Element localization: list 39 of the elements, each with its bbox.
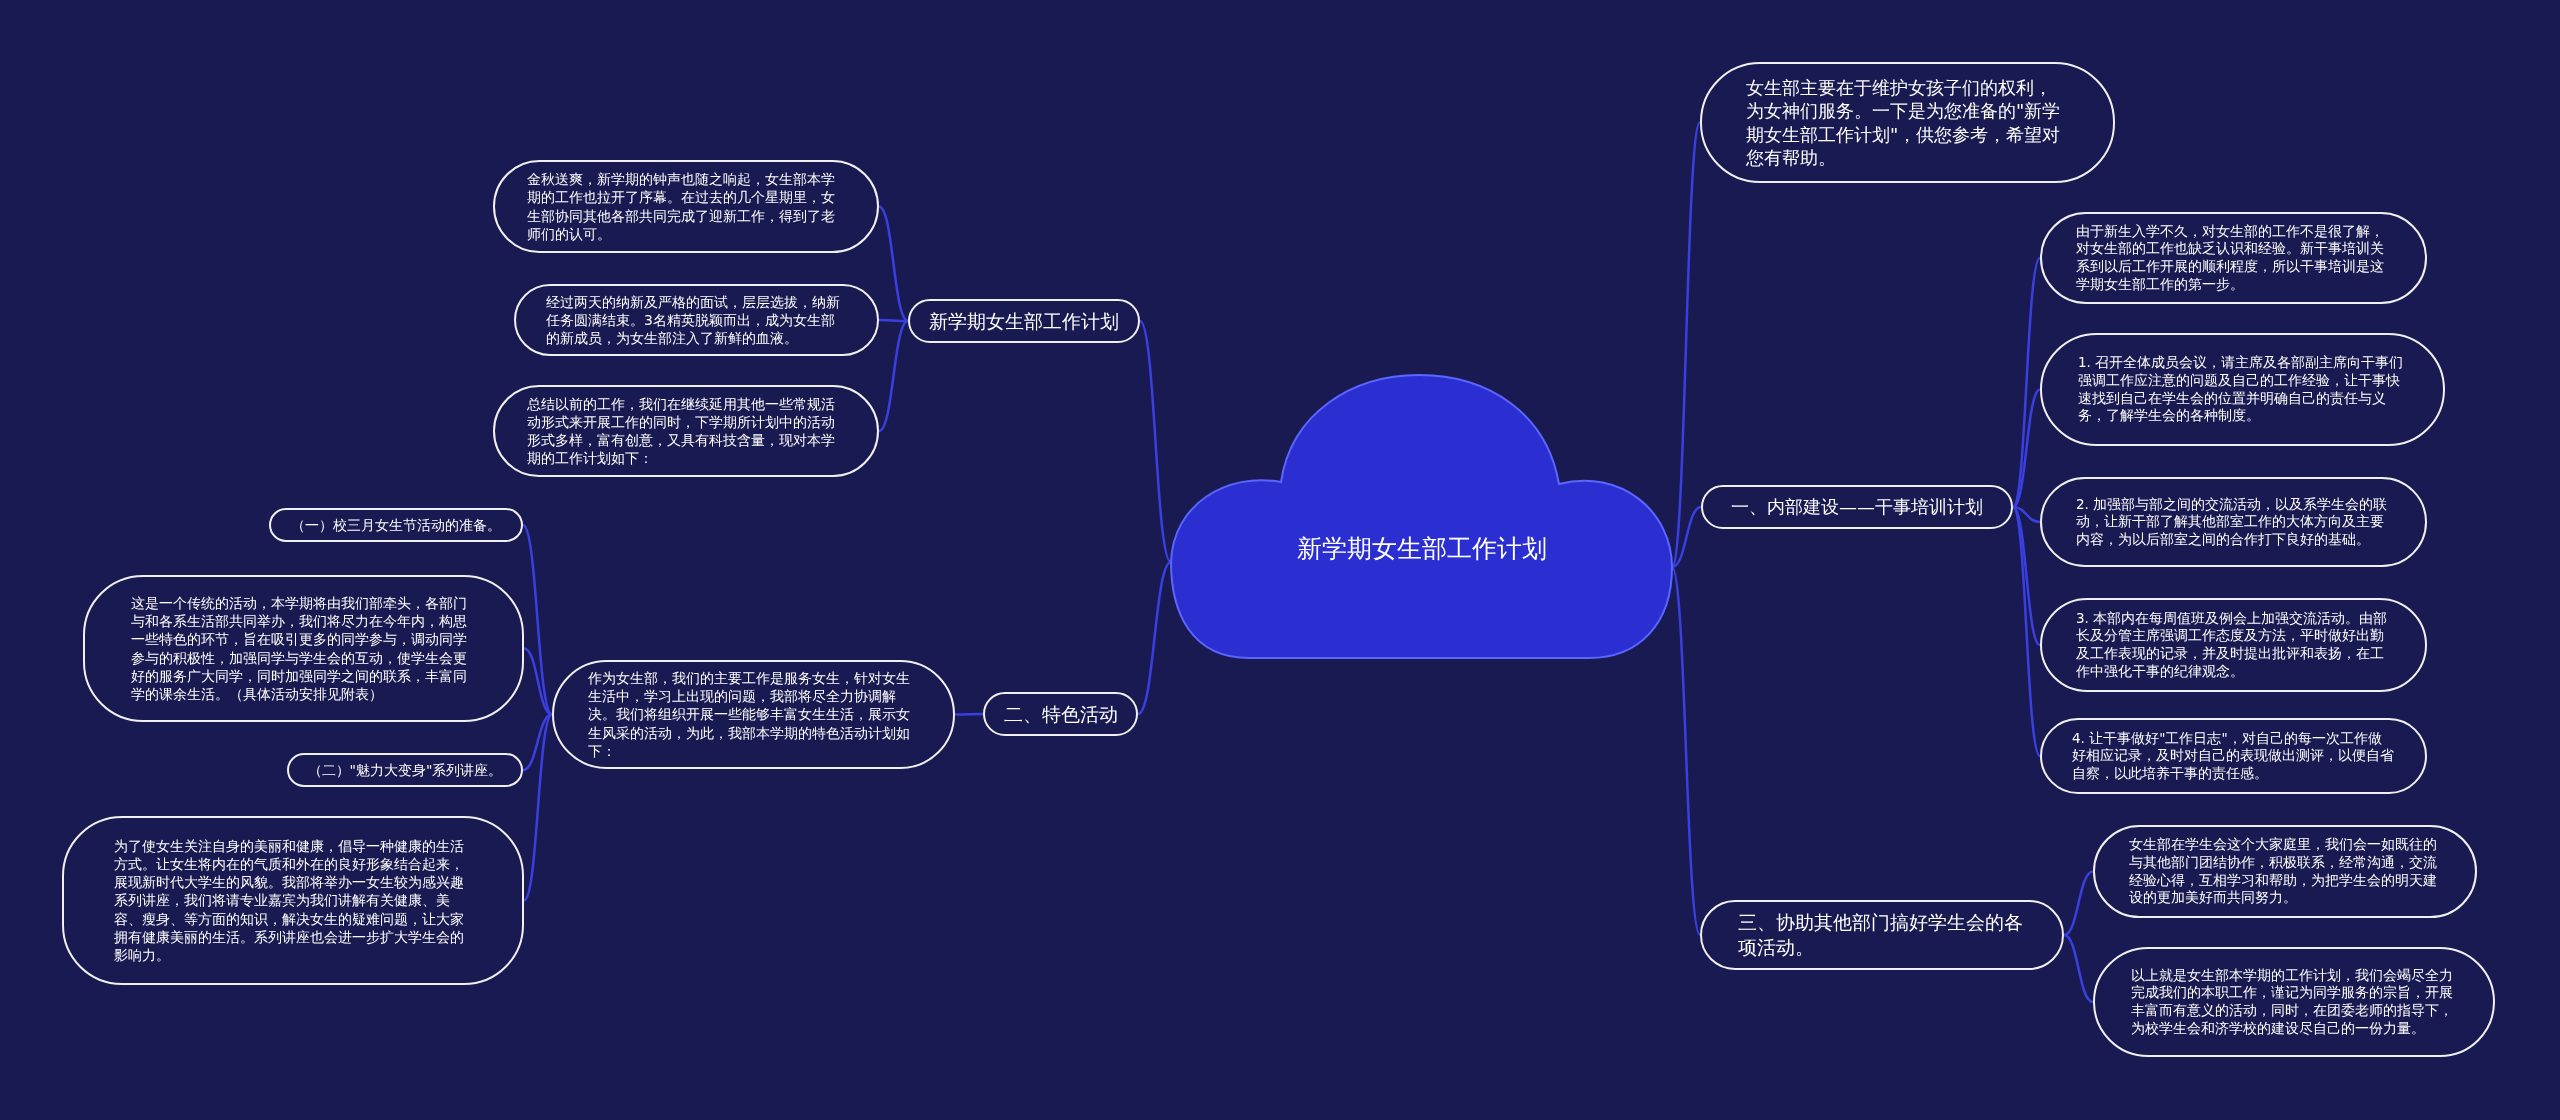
connector-line bbox=[523, 647, 553, 716]
topic-bubble: 这是一个传统的活动，本学期将由我们部牵头，各部门与和各系生活部共同举办，我们将尽力在今年内，构思一些特色的环节，旨在吸引更多的同学参与，调动同学参与的积极性，加强同学与学生会的互动，使学生会更好的服务广大同学，同时加强同学之间的联系，丰富同学的课余生活。（具体活动安排见附表） bbox=[83, 575, 524, 722]
connector-line bbox=[2012, 506, 2041, 646]
connector-line bbox=[1137, 561, 1172, 715]
topic-bubble: 总结以前的工作，我们在继续延用其他一些常规活动形式来开展工作的同时，下学期所计划中的活动形式多样，富有创意，又具有科技含量，现对本学期的工作计划如下： bbox=[493, 385, 879, 477]
topic-bubble: 三、协助其他部门搞好学生会的各项活动。 bbox=[1700, 900, 2064, 970]
topic-bubble: 女生部主要在于维护女孩子们的权利，为女神们服务。一下是为您准备的"新学期女生部工作计划"，供您参考，希望对您有帮助。 bbox=[1700, 62, 2115, 183]
connector-line bbox=[955, 712, 983, 716]
topic-bubble: 3. 本部内在每周值班及例会上加强交流活动。由部长及分管主席强调工作态度及方法，平时做好出勤及工作表现的记录，并及时提出批评和表扬，在工作中强化干事的纪律观念。 bbox=[2040, 598, 2427, 692]
topic-bubble: 由于新生入学不久，对女生部的工作不是很了解，对女生部的工作也缺乏认识和经验。新干事培训关系到以后工作开展的顺利程度，所以干事培训是这学期女生部工作的第一步。 bbox=[2040, 212, 2427, 304]
connector-line bbox=[2063, 870, 2094, 937]
connector-line bbox=[878, 205, 909, 323]
connector-line bbox=[2012, 388, 2041, 508]
connector-line bbox=[879, 318, 908, 323]
connector-line bbox=[1139, 320, 1172, 563]
topic-bubble: 女生部在学生会这个大家庭里，我们会一如既往的与其他部门团结协作，积极联系，经常沟通，交流经验心得，互相学习和帮助，为把学生会的明天建设的更加美好而共同努力。 bbox=[2093, 825, 2477, 918]
topic-bubble: 新学期女生部工作计划 bbox=[908, 299, 1140, 343]
topic-bubble: 2. 加强部与部之间的交流活动，以及系学生会的联动，让新干部了解其他部室工作的大体方向及主要内容，为以后部室之间的合作打下良好的基础。 bbox=[2040, 477, 2427, 567]
topic-bubble: （一）校三月女生节活动的准备。 bbox=[269, 508, 523, 542]
connector-line bbox=[522, 713, 553, 772]
connector-line bbox=[2012, 505, 2041, 524]
connector-line bbox=[523, 713, 553, 902]
connector-line bbox=[2011, 506, 2042, 757]
connector-line bbox=[522, 524, 553, 716]
topic-bubble: 一、内部建设——干事培训计划 bbox=[1701, 485, 2013, 529]
connector-line bbox=[878, 319, 909, 433]
topic-bubble: （二）"魅力大变身"系列讲座。 bbox=[287, 753, 523, 787]
topic-bubble: 为了使女生关注自身的美丽和健康，倡导一种健康的生活方式。让女生将内在的气质和外在的良好形象结合起来，展现新时代大学生的风貌。我部将举办一女生较为感兴趣系列讲座，我们将请专业嘉宾为我们讲解有关健康、美容、瘦身、等方面的知识，解决女生的疑难问题，让大家拥有健康美丽的生活。系列讲座也会进一步扩大学生会的影响力。 bbox=[62, 816, 524, 985]
topic-bubble: 金秋送爽，新学期的钟声也随之响起，女生部本学期的工作也拉开了序幕。在过去的几个星期里，女生部协同其他各部共同完成了迎新工作，得到了老师们的认可。 bbox=[493, 160, 879, 253]
topic-bubble: 二、特色活动 bbox=[983, 692, 1138, 736]
topic-bubble: 1. 召开全体成员会议，请主席及各部副主席向干事们强调工作应注意的问题及自己的工作经验，让干事快速找到自己在学生会的位置并明确自己的责任与义务，了解学生会的各种制度。 bbox=[2040, 333, 2445, 446]
topic-bubble: 以上就是女生部本学期的工作计划，我们会竭尽全力完成我们的本职工作，谨记为同学服务的宗旨，开展丰富而有意义的活动，同时，在团委老师的指导下，为校学生会和济学校的建设尽自己的一份力量。 bbox=[2093, 947, 2495, 1057]
connector-line bbox=[2063, 933, 2094, 1004]
topic-bubble: 作为女生部，我们的主要工作是服务女生，针对女生生活中，学习上出现的问题，我部将尽全力协调解决。我们将组织开展一些能够丰富女生生活，展示女生风采的活动，为此，我部本学期的特色活动计划如下： bbox=[552, 660, 955, 769]
topic-bubble: 经过两天的纳新及严格的面试，层层选拔，纳新任务圆满结束。3名精英脱颖而出，成为女生部的新成员，为女生部注入了新鲜的血液。 bbox=[514, 284, 879, 356]
connector-line bbox=[1671, 505, 1702, 569]
topic-bubble: 4. 让干事做好"工作日志"，对自己的每一次工作做好相应记录，及时对自己的表现做出测评，以便自省自察，以此培养干事的责任感。 bbox=[2040, 718, 2427, 794]
central-topic: 新学期女生部工作计划 bbox=[1295, 533, 1548, 565]
connector-line bbox=[2011, 257, 2042, 508]
